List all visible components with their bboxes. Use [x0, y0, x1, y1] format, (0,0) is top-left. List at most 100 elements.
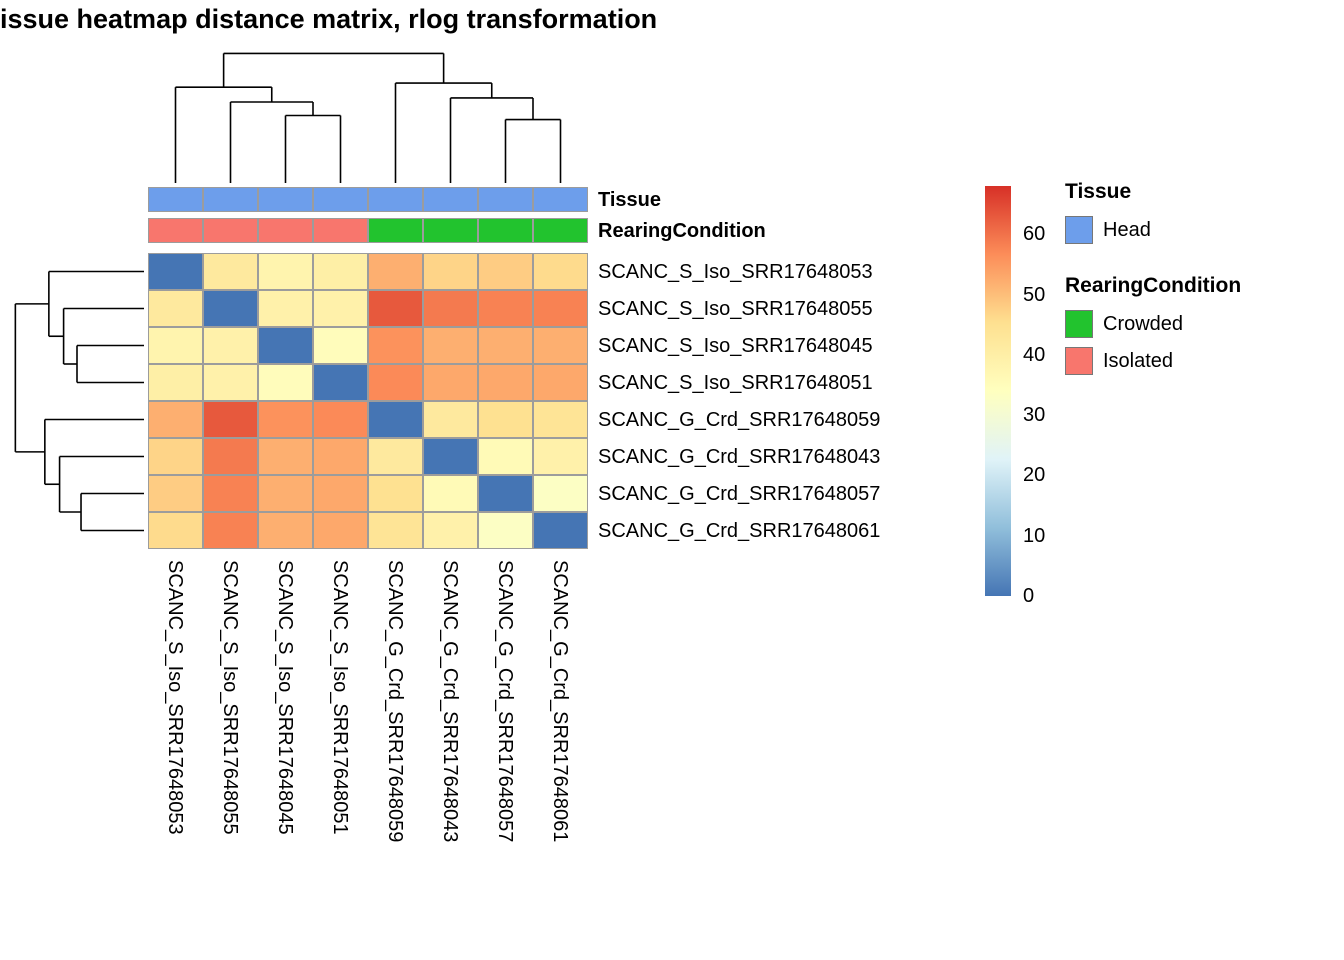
column-label: SCANC_G_Crd_SRR17648061	[548, 560, 571, 843]
heatmap-cell	[148, 512, 203, 549]
heatmap-cell	[423, 512, 478, 549]
tissue-annotation-cell	[423, 187, 478, 212]
heatmap-cell	[478, 438, 533, 475]
heatmap-cell	[368, 512, 423, 549]
heatmap-cell	[258, 327, 313, 364]
heatmap-cell	[313, 290, 368, 327]
column-label: SCANC_S_Iso_SRR17648053	[163, 560, 186, 835]
tissue-annotation-cell	[148, 187, 203, 212]
heatmap-cell	[533, 364, 588, 401]
heatmap-cell	[203, 364, 258, 401]
heatmap-cell	[423, 438, 478, 475]
tissue-annotation-cell	[368, 187, 423, 212]
rearing-annotation-cell	[533, 218, 588, 243]
heatmap-cell	[258, 253, 313, 290]
heatmap-cell	[478, 290, 533, 327]
heatmap-cell	[423, 253, 478, 290]
legend-item-label: Head	[1103, 219, 1151, 241]
rearing-annotation-cell	[368, 218, 423, 243]
heatmap-cell	[368, 364, 423, 401]
column-label: SCANC_G_Crd_SRR17648043	[438, 560, 461, 843]
heatmap-cell	[203, 512, 258, 549]
heatmap-cell	[203, 327, 258, 364]
row-label: SCANC_G_Crd_SRR17648043	[598, 445, 881, 468]
heatmap-cell	[148, 253, 203, 290]
column-label: SCANC_S_Iso_SRR17648045	[273, 560, 296, 835]
heatmap-cell	[533, 475, 588, 512]
heatmap-cell	[258, 290, 313, 327]
heatmap-cell	[258, 475, 313, 512]
heatmap-cell	[258, 438, 313, 475]
heatmap-cell	[368, 401, 423, 438]
heatmap-cell	[478, 475, 533, 512]
rearing-annotation-cell	[148, 218, 203, 243]
heatmap-cell	[533, 253, 588, 290]
row-label: SCANC_S_Iso_SRR17648055	[598, 297, 873, 320]
row-label: SCANC_S_Iso_SRR17648053	[598, 260, 873, 283]
heatmap-cell	[533, 327, 588, 364]
heatmap-cell	[313, 253, 368, 290]
heatmap-cell	[313, 364, 368, 401]
heatmap-cell	[148, 290, 203, 327]
legend-item-label: Crowded	[1103, 313, 1184, 335]
heatmap-cell	[148, 401, 203, 438]
heatmap-cell	[258, 401, 313, 438]
heatmap-cell	[313, 438, 368, 475]
heatmap-cell	[478, 512, 533, 549]
legend-color-swatch	[1065, 310, 1093, 338]
colorbar-tick-label: 40	[1023, 343, 1046, 366]
row-label: SCANC_S_Iso_SRR17648051	[598, 371, 873, 394]
column-label: SCANC_S_Iso_SRR17648051	[328, 560, 351, 835]
heatmap-cell	[148, 475, 203, 512]
heatmap-cell	[368, 253, 423, 290]
rearing-annotation-cell	[478, 218, 533, 243]
tissue-bar-label: Tissue	[598, 189, 661, 211]
column-label: SCANC_S_Iso_SRR17648055	[218, 560, 241, 835]
heatmap-cell	[148, 438, 203, 475]
heatmap-cell	[313, 401, 368, 438]
heatmap-cell	[368, 327, 423, 364]
rearing-annotation-cell	[423, 218, 478, 243]
heatmap-cell	[368, 438, 423, 475]
colorbar-tick-label: 30	[1023, 404, 1046, 427]
heatmap-cell	[203, 475, 258, 512]
heatmap-cell	[148, 327, 203, 364]
column-label: SCANC_G_Crd_SRR17648059	[383, 560, 406, 843]
heatmap-cell	[478, 364, 533, 401]
heatmap-cell	[533, 290, 588, 327]
heatmap-cell	[423, 401, 478, 438]
heatmap-cell	[478, 327, 533, 364]
legend-item-label: Isolated	[1103, 350, 1174, 372]
heatmap-cell	[478, 401, 533, 438]
colorbar-tick-label: 50	[1023, 283, 1046, 306]
heatmap-cell	[533, 512, 588, 549]
row-label: SCANC_S_Iso_SRR17648045	[598, 334, 873, 357]
row-label: SCANC_G_Crd_SRR17648061	[598, 519, 881, 542]
heatmap-cell	[148, 364, 203, 401]
heatmap-cell	[368, 475, 423, 512]
rearing-bar-label: RearingCondition	[598, 220, 766, 242]
column-label: SCANC_G_Crd_SRR17648057	[493, 560, 516, 843]
row-label: SCANC_G_Crd_SRR17648059	[598, 408, 881, 431]
tissue-annotation-cell	[258, 187, 313, 212]
heatmap-cell	[478, 253, 533, 290]
tissue-annotation-cell	[533, 187, 588, 212]
chart-title: issue heatmap distance matrix, rlog tran…	[0, 4, 658, 34]
rearing-annotation-cell	[313, 218, 368, 243]
tissue-annotation-cell	[478, 187, 533, 212]
heatmap-cell	[423, 475, 478, 512]
colorbar-tick-label: 10	[1023, 524, 1046, 547]
colorbar-tick-label: 20	[1023, 464, 1046, 487]
tissue-annotation-cell	[203, 187, 258, 212]
heatmap-cell	[423, 364, 478, 401]
heatmap-cell	[313, 327, 368, 364]
legend-color-swatch	[1065, 347, 1093, 375]
heatmap-cell	[533, 401, 588, 438]
heatmap-cell	[423, 327, 478, 364]
heatmap-cell	[203, 401, 258, 438]
color-scale-legend	[985, 186, 1011, 596]
heatmap-cell	[203, 290, 258, 327]
rearing-annotation-cell	[258, 218, 313, 243]
heatmap-cell	[203, 253, 258, 290]
